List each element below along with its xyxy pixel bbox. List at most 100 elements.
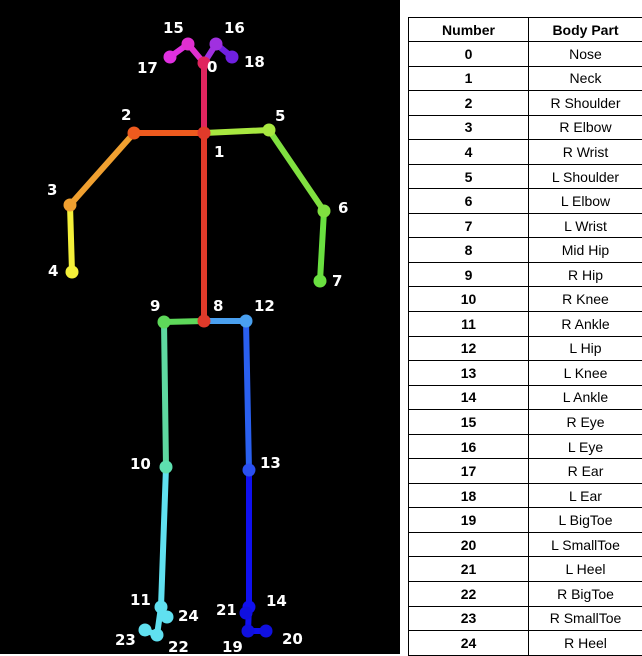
bone-5-6	[269, 130, 324, 211]
joints-layer	[64, 38, 331, 642]
keypoint-10	[160, 461, 173, 474]
keypoint-2	[128, 127, 141, 140]
body-part-cell: R Hip	[529, 262, 642, 287]
keypoint-label-20: 20	[282, 630, 303, 648]
bone-2-3	[70, 133, 134, 205]
bone-1-5	[204, 130, 269, 133]
body-part-cell: R Eye	[529, 410, 642, 435]
keypoint-number-cell: 6	[409, 189, 529, 214]
keypoint-label-2: 2	[121, 106, 131, 124]
keypoint-label-6: 6	[338, 199, 348, 217]
keypoint-23	[139, 624, 152, 637]
keypoint-16	[210, 38, 223, 51]
keypoint-label-4: 4	[48, 262, 58, 280]
keypoint-number-cell: 16	[409, 434, 529, 459]
keypoint-label-10: 10	[130, 455, 151, 473]
body-part-cell: R SmallToe	[529, 606, 642, 631]
body-part-cell: L Wrist	[529, 213, 642, 238]
body-part-cell: R Wrist	[529, 140, 642, 165]
keypoint-number-cell: 19	[409, 508, 529, 533]
keypoint-label-1: 1	[214, 143, 224, 161]
keypoint-label-23: 23	[115, 631, 136, 649]
keypoint-3	[64, 199, 77, 212]
keypoint-1	[198, 127, 211, 140]
keypoint-label-13: 13	[260, 454, 281, 472]
keypoint-8	[198, 315, 211, 328]
body-part-cell: L SmallToe	[529, 532, 642, 557]
body-part-cell: R BigToe	[529, 582, 642, 607]
keypoint-number-cell: 4	[409, 140, 529, 165]
keypoint-label-22: 22	[168, 638, 189, 654]
keypoint-number-cell: 17	[409, 459, 529, 484]
keypoint-number-cell: 21	[409, 557, 529, 582]
keypoint-9	[158, 316, 171, 329]
keypoint-6	[318, 205, 331, 218]
keypoint-number-cell: 2	[409, 91, 529, 116]
body-part-cell: L Shoulder	[529, 164, 642, 189]
keypoint-5	[263, 124, 276, 137]
body-part-cell: R Heel	[529, 631, 642, 656]
keypoint-number-cell: 7	[409, 213, 529, 238]
keypoint-number-cell: 12	[409, 336, 529, 361]
body-part-cell: L Knee	[529, 361, 642, 386]
body-part-cell: Neck	[529, 66, 642, 91]
keypoint-label-8: 8	[213, 297, 223, 315]
keypoint-number-cell: 11	[409, 312, 529, 337]
body-part-cell: R Ankle	[529, 312, 642, 337]
keypoint-label-19: 19	[222, 638, 243, 654]
keypoint-label-5: 5	[275, 107, 285, 125]
keypoint-7	[314, 275, 327, 288]
keypoint-label-18: 18	[244, 53, 265, 71]
keypoint-label-24: 24	[178, 607, 199, 625]
bone-9-10	[164, 322, 166, 467]
body-part-cell: L Eye	[529, 434, 642, 459]
keypoint-number-cell: 0	[409, 42, 529, 67]
keypoint-label-21: 21	[216, 601, 237, 619]
body-part-cell: Nose	[529, 42, 642, 67]
bone-10-11	[161, 467, 166, 607]
body-part-cell: R Shoulder	[529, 91, 642, 116]
keypoint-18	[226, 51, 239, 64]
keypoint-number-cell: 15	[409, 410, 529, 435]
keypoint-label-7: 7	[332, 272, 342, 290]
keypoint-label-17: 17	[137, 59, 158, 77]
body-part-cell: Mid Hip	[529, 238, 642, 263]
body-part-cell: L Elbow	[529, 189, 642, 214]
bone-12-13	[246, 321, 249, 470]
keypoint-label-11: 11	[130, 591, 151, 609]
keypoint-number-cell: 10	[409, 287, 529, 312]
keypoint-19	[242, 625, 255, 638]
keypoint-number-cell: 24	[409, 631, 529, 656]
keypoint-number-cell: 9	[409, 262, 529, 287]
keypoint-number-cell: 20	[409, 532, 529, 557]
keypoint-15	[182, 38, 195, 51]
keypoint-number-cell: 5	[409, 164, 529, 189]
keypoint-17	[164, 51, 177, 64]
body-part-cell: R Knee	[529, 287, 642, 312]
keypoint-label-12: 12	[254, 297, 275, 315]
table-header-row: Number Body Part	[409, 18, 642, 42]
body-part-cell: R Elbow	[529, 115, 642, 140]
keypoint-number-cell: 22	[409, 582, 529, 607]
